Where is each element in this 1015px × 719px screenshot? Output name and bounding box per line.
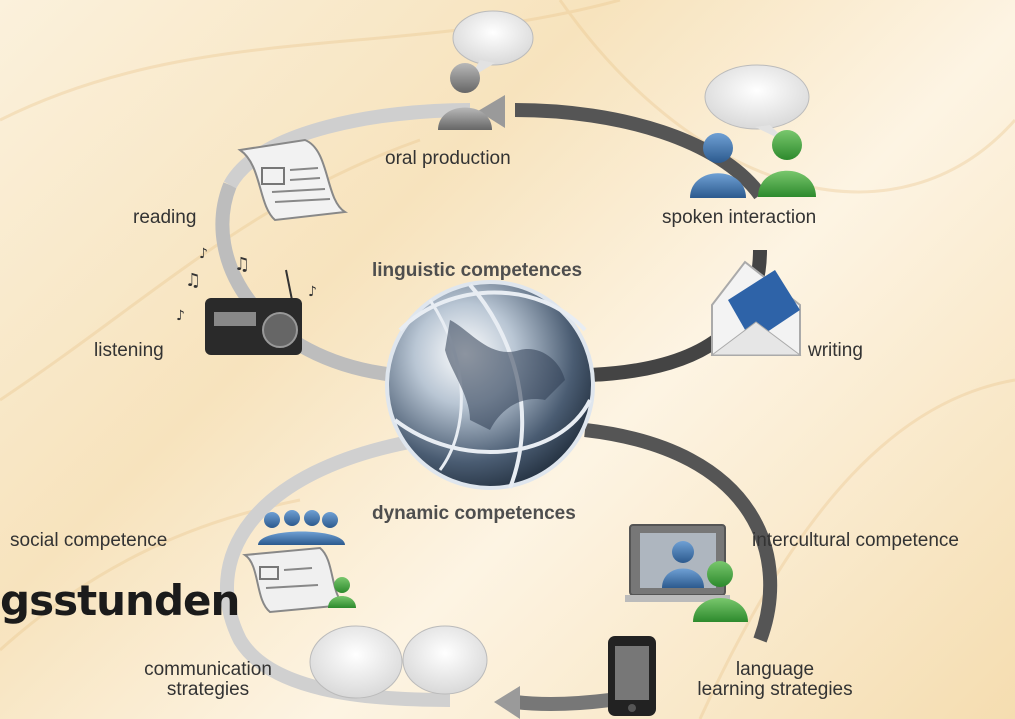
reading-label: reading: [133, 207, 197, 228]
globe-icon: [385, 280, 595, 490]
linguistic-competences-label: linguistic competences: [372, 260, 583, 281]
language-learning-strategies-label: language learning strategies: [670, 660, 880, 700]
arrow-head-bottom: [494, 686, 520, 719]
overlay-heading: gsstunden: [0, 576, 240, 625]
communication-strategies-line2: strategies: [166, 679, 250, 700]
communication-strategies-label: communication strategies: [128, 660, 288, 700]
svg-text:♫: ♫: [185, 270, 201, 291]
svg-text:♪: ♪: [199, 246, 208, 262]
radio-icon: ♫ ♫ ♪ ♪ ♪: [176, 246, 317, 355]
communication-strategies-line1: communication: [144, 659, 272, 680]
writing-label: writing: [808, 340, 863, 361]
phone-icon: [608, 636, 656, 716]
listening-label: listening: [94, 340, 164, 361]
oral-production-icon: [438, 10, 534, 130]
intercultural-competence-label: intercultural competence: [752, 530, 959, 551]
reading-document-icon: [237, 138, 349, 222]
intercultural-competence-icon: [625, 524, 748, 622]
social-competence-icon: [242, 510, 356, 614]
envelope-icon: [710, 260, 802, 356]
spoken-interaction-label: spoken interaction: [662, 207, 817, 228]
svg-text:♪: ♪: [308, 284, 317, 300]
spoken-interaction-icon: [690, 64, 816, 198]
arrow-head-top: [478, 95, 505, 128]
svg-text:♫: ♫: [234, 254, 250, 275]
communication-bubbles-icon: [309, 625, 488, 699]
dynamic-competences-label: dynamic competences: [372, 503, 576, 524]
language-learning-strategies-line1: language: [735, 659, 815, 680]
svg-text:♪: ♪: [176, 308, 185, 324]
oral-production-label: oral production: [385, 148, 511, 169]
language-learning-strategies-line2: learning strategies: [697, 679, 853, 700]
social-competence-label: social competence: [10, 530, 168, 551]
